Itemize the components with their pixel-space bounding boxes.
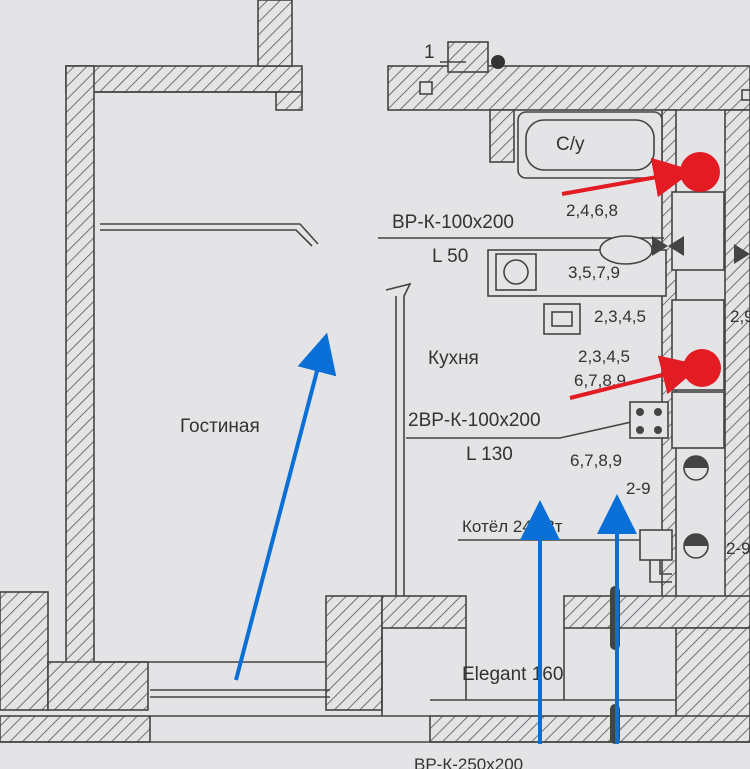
wall-top-right [387, 65, 750, 111]
riser-round-2-fill [684, 534, 708, 546]
wall-top-right-step [447, 41, 489, 73]
riser-g: 2-9 [626, 479, 651, 498]
room-living: Гостиная [180, 416, 260, 437]
riser-d: 2,3,4,5 [578, 347, 630, 366]
wall-living-left [65, 65, 95, 667]
washer-drum [503, 259, 529, 285]
balcony-rail [150, 689, 330, 698]
stove-burner-2 [654, 408, 662, 416]
blue-arrow-living [234, 332, 337, 681]
valve-1 [652, 236, 684, 256]
riser-c: 2,3,4,5 [594, 307, 646, 326]
duct-kitchen-label: 2ВР-К-100х200 [408, 410, 541, 431]
fixtures [419, 55, 750, 744]
riser-h: 2-9 [726, 539, 750, 558]
riser-block-3 [671, 391, 725, 449]
stove-burner-3 [636, 426, 644, 434]
red-arrow-mid [569, 355, 702, 400]
duct-top-label: ВР-К-100х200 [392, 212, 514, 233]
wall-bottom-center [325, 595, 383, 711]
wall-marker-dot [491, 55, 505, 69]
kitchen-partition [385, 282, 412, 596]
boiler-label: Котёл 24 кВт [462, 517, 563, 536]
toilet [599, 235, 653, 265]
stove-burner-1 [636, 408, 644, 416]
boiler-pipes [649, 560, 672, 583]
wall-bottom-center-right [381, 595, 467, 629]
labels: 1 С/у Гостиная Кухня ВР-К-100х200 L 50 2… [180, 42, 750, 769]
wall-bottom-strip [429, 715, 750, 743]
wall-marker-square-2 [741, 89, 750, 101]
wall-bath-left [489, 109, 515, 163]
room-kitchen: Кухня [428, 348, 479, 369]
annotations [234, 152, 721, 744]
boiler-box [639, 529, 673, 561]
riser-round-1-fill [684, 456, 708, 468]
bottom-lines [381, 628, 676, 716]
wall-bottom-right [563, 595, 750, 629]
riser-a: 2,4,6,8 [566, 201, 618, 220]
wall-top-left-stub [257, 0, 293, 67]
wall-bottom-mid [47, 661, 149, 711]
valve-2 [734, 244, 750, 264]
living-partition [100, 223, 319, 247]
wall-bottom-right-low [675, 627, 750, 725]
riser-block-1 [671, 191, 725, 271]
walls [0, 0, 750, 743]
bottom-cut-label: ВР-К-250х200 [414, 755, 523, 769]
riser-f: 6,7,8,9 [570, 451, 622, 470]
wall-bottom-left-strip [0, 715, 151, 743]
duct-lead-kitchen [406, 419, 641, 439]
duct-kitchen-len: L 130 [466, 444, 513, 465]
radiator-label: Elegant 160 [462, 664, 563, 685]
living-room-outline [94, 91, 326, 663]
stove [629, 401, 669, 439]
wall-bath-right-b [724, 109, 750, 601]
red-arrow-top [561, 157, 694, 198]
wall-number: 1 [424, 42, 435, 63]
duct-top-len: L 50 [432, 246, 468, 267]
bathtub-inner [525, 119, 655, 171]
red-marker-mid [683, 349, 721, 387]
wall-bottom-left [0, 591, 49, 711]
wall-marker-square [419, 81, 433, 95]
wall-living-right-top [275, 91, 303, 111]
room-bathroom: С/у [556, 134, 585, 155]
riser-c-cut: 2,9 [730, 307, 750, 326]
stove-burner-4 [654, 426, 662, 434]
riser-b: 3,5,7,9 [568, 263, 620, 282]
wall-living-top [65, 65, 303, 93]
kitchen-sink-inner [551, 311, 573, 327]
window-lines [0, 715, 750, 743]
red-marker-top [680, 152, 720, 192]
